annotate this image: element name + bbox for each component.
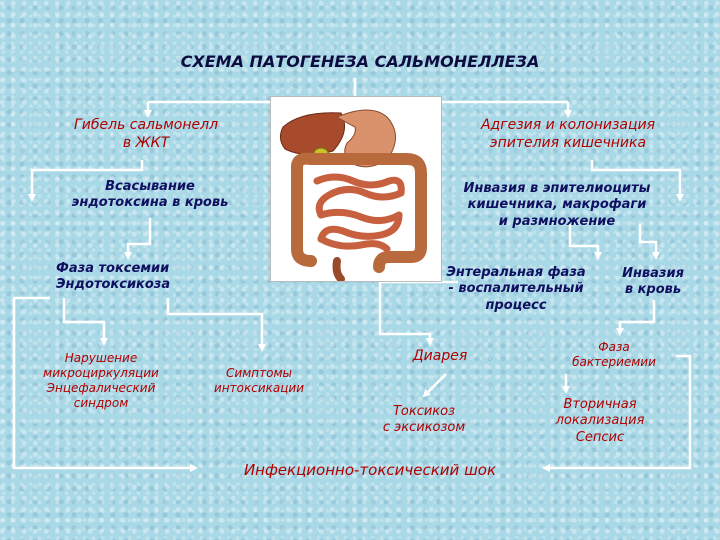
node-diarrhea: Диарея bbox=[412, 348, 468, 364]
diagram-title: СХЕМА ПАТОГЕНЕЗА САЛЬМОНЕЛЛЕЗА bbox=[180, 52, 540, 71]
node-toxic-shock: Инфекционно-токсический шок bbox=[243, 461, 497, 479]
digestive-organs-illustration bbox=[270, 96, 442, 283]
node-secondary-localization: Вторичная локализация Сепсис bbox=[555, 397, 645, 445]
line-diarrhea-toxicosis bbox=[422, 373, 447, 398]
node-invasion-epithelium: Инвазия в эпителиоциты кишечника, макроф… bbox=[463, 181, 651, 229]
node-enteral-phase: Энтеральная фаза - воспалительный процес… bbox=[446, 265, 586, 313]
node-toxemia-phase: Фаза токсемии Эндотоксикоза bbox=[56, 261, 171, 293]
line-blood-bacteremia bbox=[616, 300, 656, 336]
node-toxicosis: Токсикоз с эксикозом bbox=[382, 404, 466, 436]
node-microcirculation: Нарушение микроциркуляции Энцефалический… bbox=[43, 351, 159, 410]
line-toxemia-intox bbox=[166, 298, 266, 352]
node-absorption: Всасывание эндотоксина в кровь bbox=[71, 179, 229, 211]
line-toxemia-shock bbox=[12, 296, 198, 472]
node-adhesion: Адгезия и колонизация эпителия кишечника bbox=[480, 117, 656, 151]
line-bacteremia-shock bbox=[542, 354, 692, 472]
line-absorption-toxemia bbox=[124, 218, 152, 260]
line-invasion-enteral bbox=[568, 224, 602, 260]
node-bacteremia-phase: Фаза бактериемии bbox=[572, 340, 656, 369]
line-adhesion-invasion bbox=[590, 160, 684, 202]
node-intoxication-symptoms: Симптомы интоксикации bbox=[214, 366, 304, 395]
line-death-absorption bbox=[28, 160, 144, 202]
line-enteral-diarrhea bbox=[378, 280, 458, 346]
line-invasion-blood bbox=[638, 224, 660, 260]
node-salmonella-death: Гибель сальмонелл в ЖКТ bbox=[73, 117, 219, 151]
line-toxemia-microcirc bbox=[62, 298, 108, 346]
node-invasion-blood: Инвазия в кровь bbox=[622, 266, 684, 298]
